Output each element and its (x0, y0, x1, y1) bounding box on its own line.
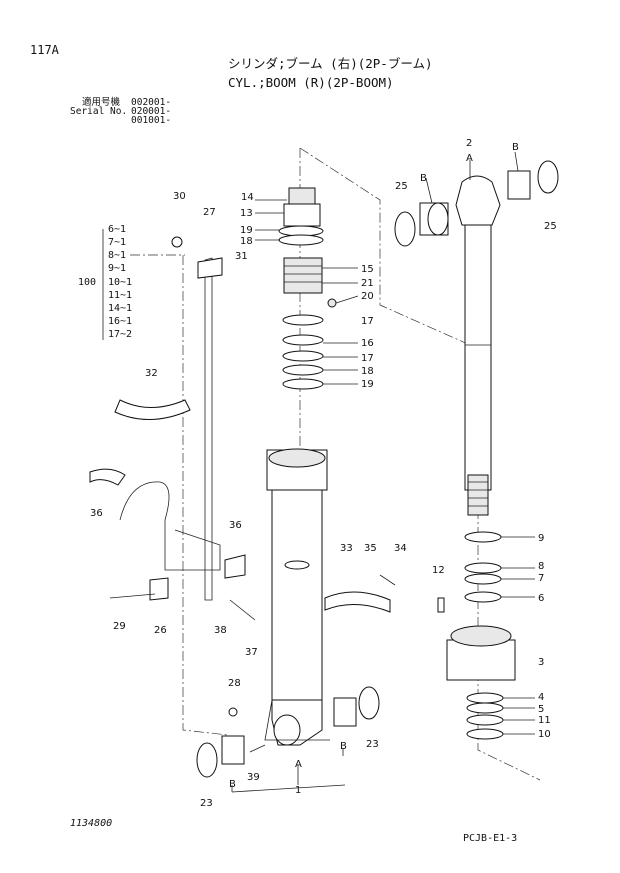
callout: 16 (361, 338, 374, 349)
callout: 18 (240, 236, 253, 247)
callout: 36 (229, 520, 242, 531)
callout: 14 (241, 192, 254, 203)
callout: 19 (240, 225, 253, 236)
callout: 31 (235, 251, 248, 262)
callout: A (466, 153, 473, 164)
piston-stack (278, 187, 337, 390)
callout: 23 (200, 798, 213, 809)
group-item: 10~1 (108, 277, 133, 288)
callout: 8 (538, 561, 545, 572)
page-ref: 117A (30, 43, 59, 57)
pipe-and-clamps (89, 236, 445, 753)
group-item: 8~1 (108, 250, 127, 261)
group-item: 6~1 (108, 224, 127, 235)
rod-end-bushings (394, 160, 559, 247)
callout: 9 (538, 533, 545, 544)
serial-value: 020001- (131, 106, 172, 117)
callout: 17 (361, 353, 374, 364)
group-item: 9~1 (108, 263, 127, 274)
group-item: 11~1 (108, 290, 133, 301)
callout: 11 (538, 715, 551, 726)
callout: B (420, 173, 427, 184)
callout: 21 (361, 278, 374, 289)
drawing-number: 1134800 (70, 818, 113, 829)
axis-line-frame (182, 255, 229, 736)
callout: 38 (214, 625, 227, 636)
serial-label-jp: 適用号機 (82, 97, 121, 108)
callout: 32 (145, 368, 158, 379)
callout: 29 (113, 621, 126, 632)
callout: 19 (361, 379, 374, 390)
callout: 18 (361, 366, 374, 377)
callout: 28 (228, 678, 241, 689)
bottom-bushings (196, 686, 380, 778)
callout: 7 (538, 573, 545, 584)
callout: 25 (395, 181, 408, 192)
serial-label-en: Serial No. (70, 106, 128, 117)
callout: 35 (364, 543, 377, 554)
callout: 15 (361, 264, 374, 275)
callout: A (295, 759, 302, 770)
title-en: CYL.;BOOM (R)(2P-BOOM) (228, 75, 394, 90)
callout: 36 (90, 508, 103, 519)
group-number: 100 (78, 277, 97, 288)
callout: 3 (538, 657, 545, 668)
leader-lines (102, 151, 535, 793)
callout: 1 (295, 785, 302, 796)
cylinder-head (446, 531, 516, 740)
callout: B (229, 779, 236, 790)
callout: 26 (154, 625, 167, 636)
cylinder-tube (264, 448, 330, 746)
callout: 17 (361, 316, 374, 327)
callout: 10 (538, 729, 551, 740)
group-item: 17~2 (108, 329, 133, 340)
axis-line-rod-diag (299, 147, 471, 346)
group-item: 14~1 (108, 303, 133, 314)
callout: 12 (432, 565, 445, 576)
callout: 33 (340, 543, 353, 554)
callout: 37 (245, 647, 258, 658)
callout: 2 (466, 138, 473, 149)
group-item: 16~1 (108, 316, 133, 327)
page-code: PCJB-E1-3 (463, 833, 518, 844)
callout: B (340, 741, 347, 752)
callout: 20 (361, 291, 374, 302)
piston-rod (455, 175, 501, 516)
callout: 6 (538, 593, 545, 604)
callout: 13 (240, 208, 253, 219)
callout: 34 (394, 543, 407, 554)
callout: 5 (538, 704, 545, 715)
serial-value: 002001- (131, 97, 172, 108)
callout: 25 (544, 221, 557, 232)
callout: 30 (173, 191, 186, 202)
callout: 4 (538, 692, 545, 703)
callout: 23 (366, 739, 379, 750)
title-jp: シリンダ;ブーム (右)(2P-ブーム) (228, 56, 433, 71)
group-item: 7~1 (108, 237, 127, 248)
serial-value: 001001- (131, 115, 172, 126)
callout: 39 (247, 772, 260, 783)
callout: 27 (203, 207, 216, 218)
callout: B (512, 142, 519, 153)
